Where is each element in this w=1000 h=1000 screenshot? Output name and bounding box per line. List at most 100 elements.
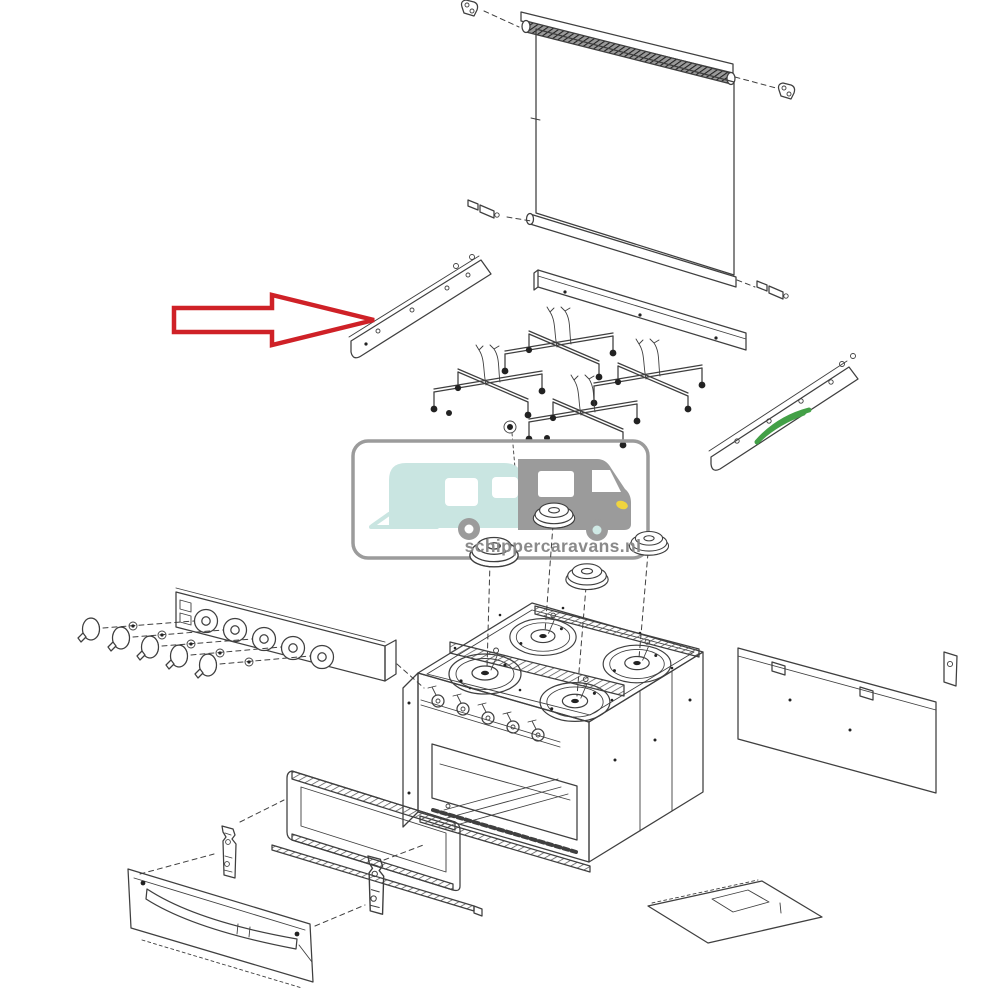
fixing-nuts: [128, 621, 254, 667]
wheel-hub: [592, 525, 602, 535]
screw-head: [850, 353, 856, 359]
panel-clip: [859, 686, 874, 701]
assembly-line: [511, 432, 516, 469]
bracket-hole: [946, 660, 954, 668]
assembly-line: [161, 638, 253, 647]
screw-hole: [407, 701, 411, 705]
assembly-line: [544, 524, 554, 633]
screw: [653, 738, 657, 742]
screw: [294, 931, 300, 937]
screw-head: [839, 361, 845, 367]
screw-hole: [465, 272, 471, 278]
screw-hole: [445, 803, 451, 809]
screw-hole: [766, 418, 772, 424]
flue-grille: [534, 605, 700, 658]
right-face: [588, 651, 704, 863]
control-knob-1: [77, 617, 101, 643]
screw-hole: [828, 379, 834, 385]
panel-body: [647, 880, 823, 944]
watermark-text: schippercaravans.nl: [465, 536, 642, 556]
vent-slots: [431, 808, 578, 854]
panel-clip: [771, 661, 786, 676]
screw-hole: [798, 398, 804, 404]
cavity-line: [439, 763, 571, 801]
assembly-line: [219, 655, 311, 665]
panel-end-cap: [384, 639, 397, 682]
right-mounting-rail: [708, 353, 859, 471]
knob-hole-3: [251, 626, 277, 652]
assembly-line: [576, 586, 587, 697]
assembly-line: [506, 216, 532, 222]
assembly-line: [239, 799, 285, 823]
pan-supports: [429, 306, 707, 469]
panel-tab: [779, 902, 782, 914]
knob-hole-5: [309, 644, 335, 670]
screw: [688, 698, 692, 702]
control-panel-assembly: [77, 587, 425, 689]
rail-edge: [537, 275, 747, 340]
assembly-line: [486, 561, 491, 669]
panel-cutout: [711, 889, 770, 913]
door-fold: [298, 944, 313, 963]
oven-cavity: [431, 743, 578, 841]
pan-support-3: [589, 338, 707, 414]
lid-pivot-pin-right: [756, 280, 789, 300]
screw-hole: [444, 285, 450, 291]
left-flange: [402, 672, 419, 828]
glass-lid: [535, 28, 735, 276]
screw: [364, 342, 368, 346]
igniter-switch: [179, 599, 192, 626]
knob-hole-2: [222, 617, 248, 643]
door-hinge-left: [221, 825, 237, 879]
cap-assembly-lines: [486, 524, 649, 697]
screw-head: [469, 254, 475, 260]
door-edge-detail: [141, 939, 303, 989]
knob-hole-4: [280, 635, 306, 661]
left-mounting-rail: [348, 254, 492, 359]
screw: [140, 880, 146, 886]
hob-rim: [426, 609, 695, 716]
grill-burner: [443, 778, 569, 825]
caravan-window: [492, 477, 518, 498]
gas-manifold: [420, 699, 561, 748]
caravan-window: [445, 478, 478, 506]
assembly-line: [734, 76, 777, 89]
rail-flange: [708, 360, 848, 452]
windshield: [592, 470, 621, 492]
pan-support-4: [524, 374, 642, 450]
screw-hole: [714, 336, 718, 340]
control-knob-2: [107, 626, 131, 652]
screw: [788, 698, 792, 702]
callout-arrow: [171, 292, 375, 348]
screw-hole: [563, 290, 567, 294]
panel-fold: [737, 655, 937, 711]
lid-sleeve: [520, 11, 734, 74]
screw-hole: [407, 791, 411, 795]
screw-ring: [503, 420, 517, 434]
assembly-line: [736, 279, 756, 288]
lid-assembly: [460, 0, 796, 300]
gas-tap: [502, 711, 520, 734]
rail-flange: [348, 255, 480, 338]
green-highlight-swoosh: [758, 412, 806, 442]
assembly-line: [190, 646, 282, 656]
frame-bottom-seal: [291, 833, 454, 891]
hitch-bar: [370, 512, 391, 528]
screw-hole: [375, 328, 381, 334]
headlight-icon: [616, 500, 628, 510]
control-knob-4: [165, 644, 189, 670]
rail-body: [710, 366, 859, 471]
assembly-line: [483, 10, 520, 28]
screw: [507, 424, 513, 430]
gas-tap: [427, 685, 445, 708]
oven-door-assembly: [127, 770, 483, 989]
lid-handle-bar: [529, 213, 737, 288]
assembly-line: [139, 853, 215, 875]
lid-hinge-bar: [525, 20, 732, 85]
screw: [446, 410, 452, 416]
right-side-panel: [737, 647, 937, 794]
frame-glass: [300, 786, 447, 873]
assembly-line: [102, 620, 195, 629]
